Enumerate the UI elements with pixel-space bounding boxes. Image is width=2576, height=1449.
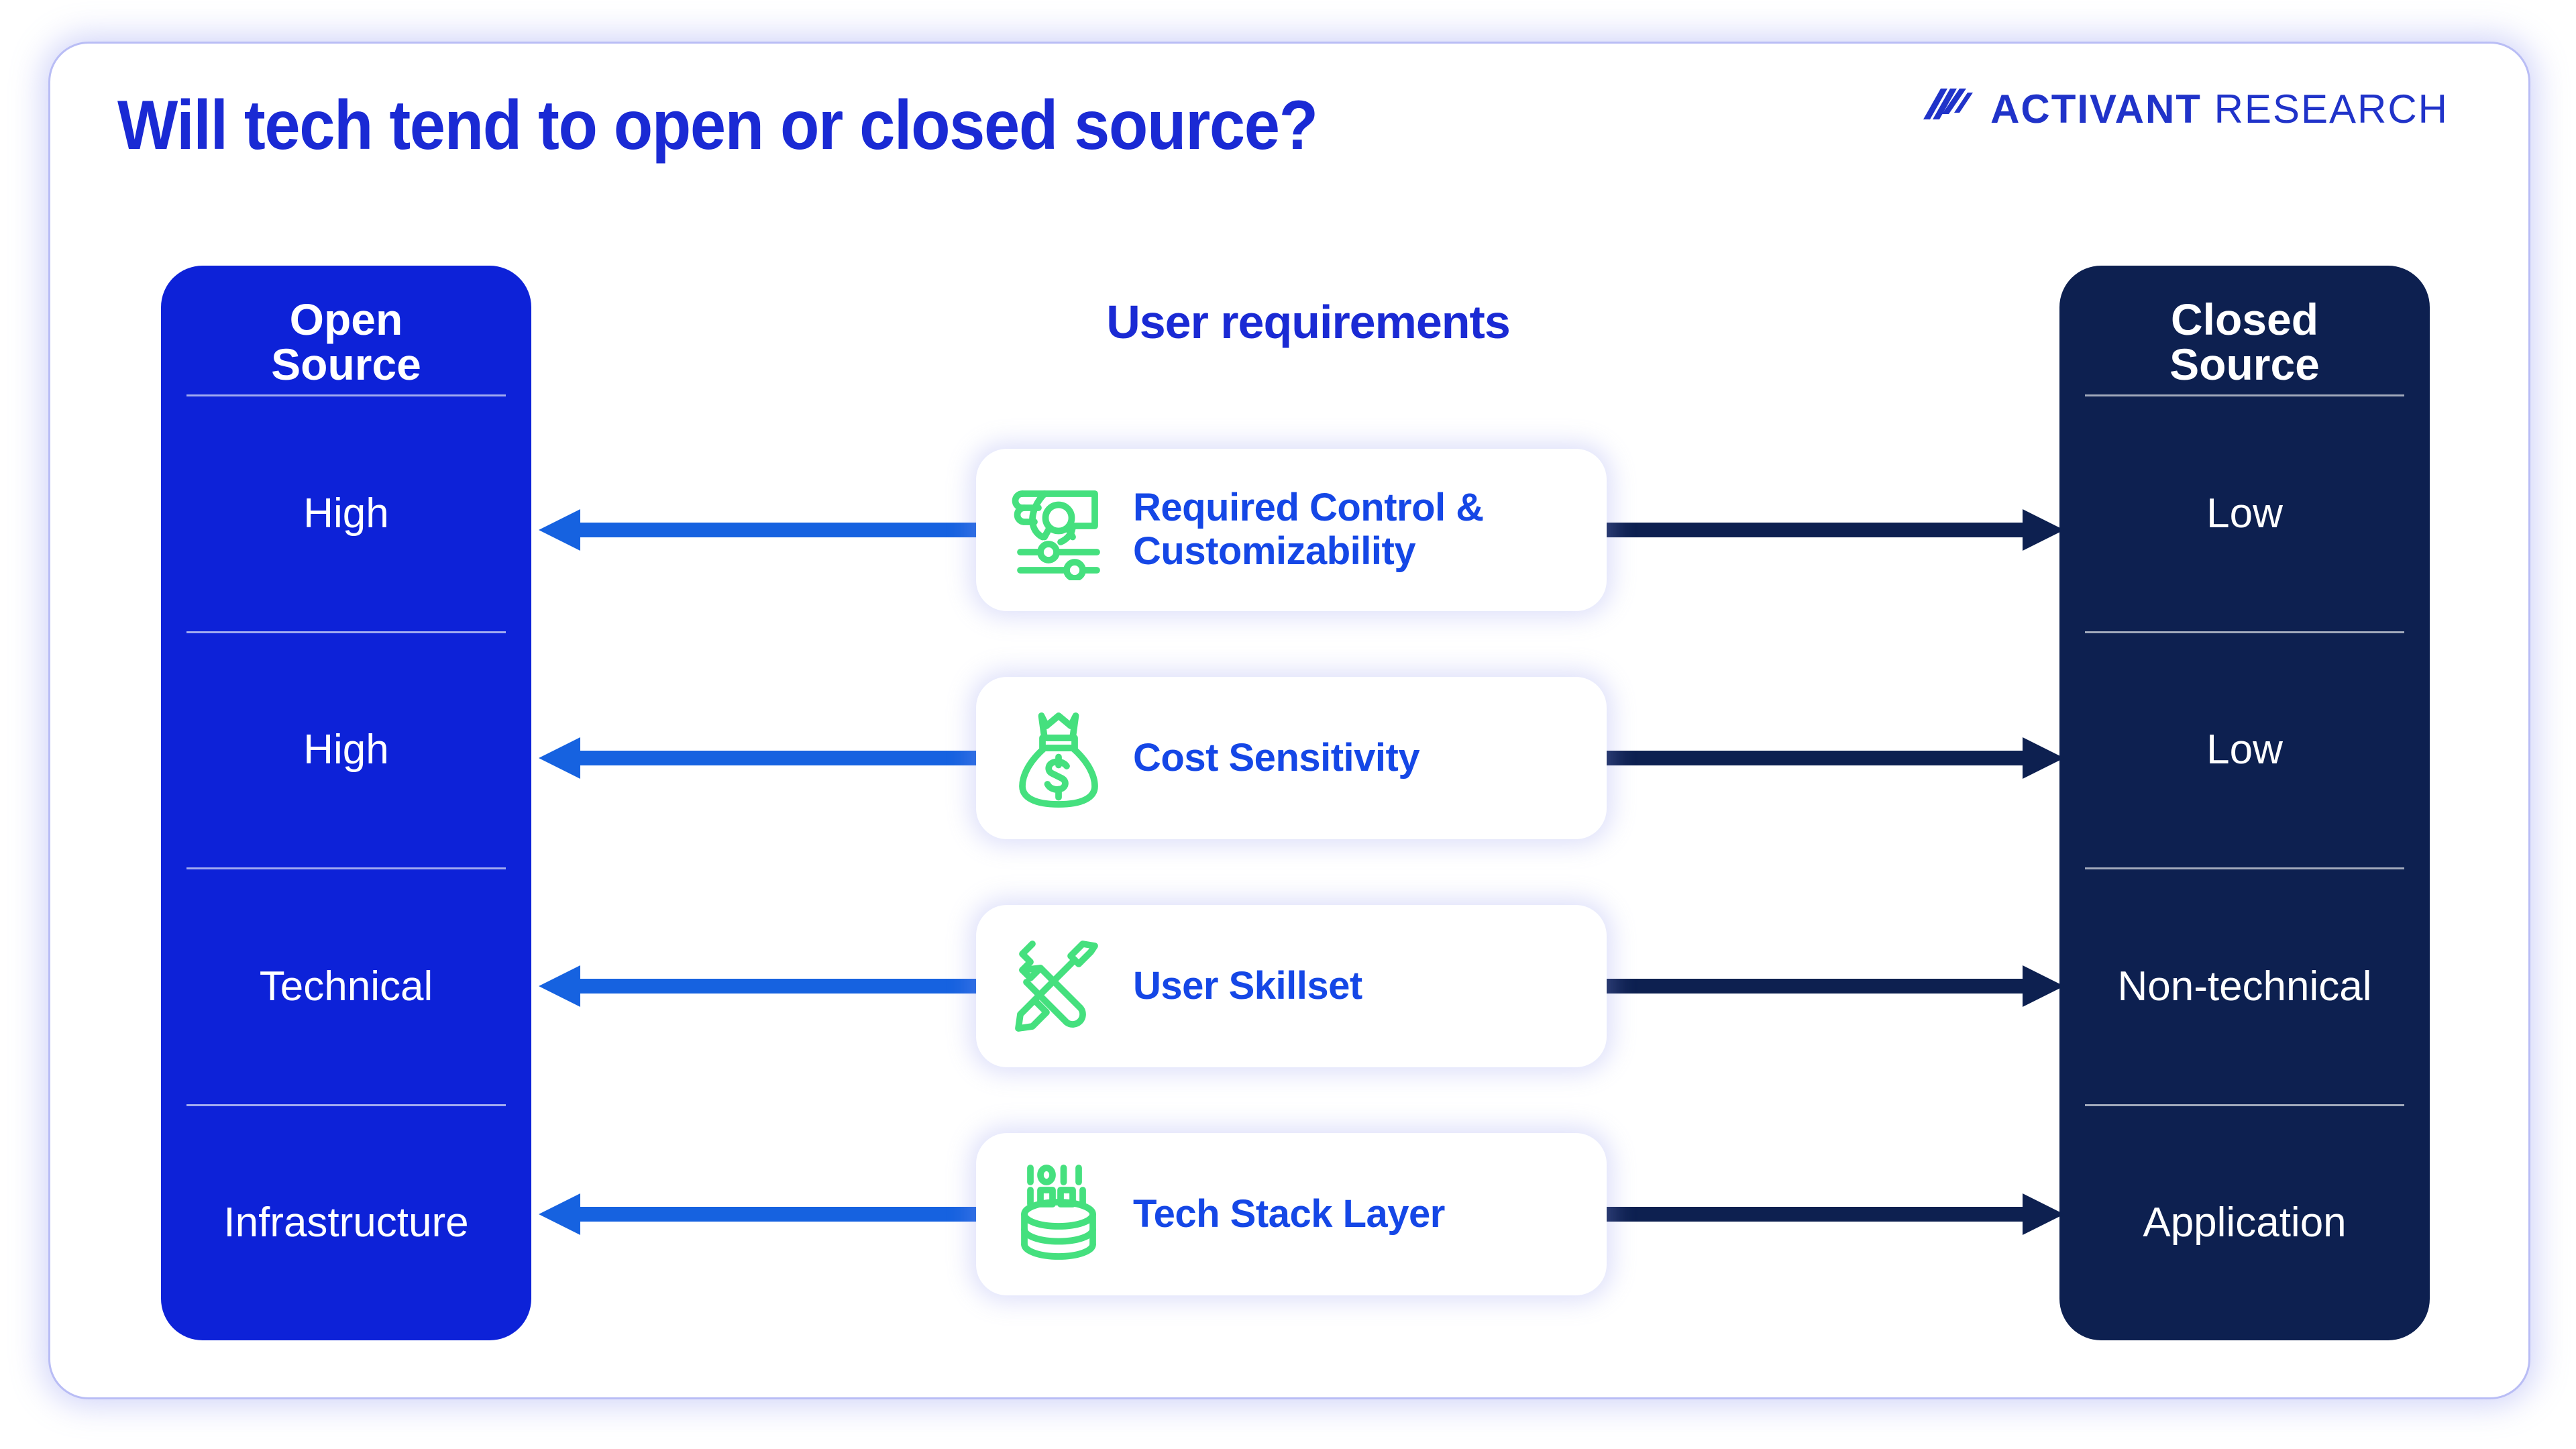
requirement-card-cost[interactable]: Cost Sensitivity xyxy=(976,677,1607,839)
requirement-card-label-0: Required Control & Customizability xyxy=(1133,486,1484,573)
wrench-screwdriver-tools-icon xyxy=(1015,941,1098,1032)
open-source-column: Open Source High High Technical Infrastr… xyxy=(161,266,531,1340)
arrow-right-icon xyxy=(1600,1193,2064,1235)
closed-source-heading: Closed Source xyxy=(2085,266,2404,394)
closed-source-heading-line2: Source xyxy=(2169,339,2320,389)
open-source-heading-line2: Source xyxy=(271,339,421,389)
closed-source-rows: Low Low Non-technical Application xyxy=(2085,394,2404,1340)
brand-wordmark: ACTIVANT RESEARCH xyxy=(1990,89,2449,129)
requirement-card-skillset[interactable]: User Skillset xyxy=(976,905,1607,1067)
arrow-right-0 xyxy=(1600,500,2070,560)
requirement-card-label-1: Cost Sensitivity xyxy=(1133,735,1420,780)
money-bag-icon xyxy=(1019,712,1098,808)
open-source-row-0: High xyxy=(186,394,506,631)
arrow-right-3 xyxy=(1600,1184,2070,1244)
arrow-right-2 xyxy=(1600,956,2070,1016)
arrow-left-icon xyxy=(539,965,996,1007)
requirement-card-label-2: User Skillset xyxy=(1133,963,1362,1008)
arrow-right-icon xyxy=(1600,737,2064,779)
arrow-left-3 xyxy=(533,1184,996,1244)
open-source-heading: Open Source xyxy=(186,266,506,394)
user-requirements-heading: User requirements xyxy=(1106,296,1511,348)
closed-source-row-3: Application xyxy=(2085,1104,2404,1341)
closed-source-row-1: Low xyxy=(2085,631,2404,868)
arrow-left-1 xyxy=(533,728,996,788)
brand-logo: ACTIVANT RESEARCH xyxy=(1921,87,2449,131)
hand-sliders-control-icon xyxy=(1012,490,1100,580)
open-source-heading-line1: Open xyxy=(289,294,403,344)
arrow-left-0 xyxy=(533,500,996,560)
arrow-right-icon xyxy=(1600,965,2064,1007)
closed-source-column: Closed Source Low Low Non-technical Appl… xyxy=(2059,266,2430,1340)
arrow-left-icon xyxy=(539,737,996,779)
arrow-left-icon xyxy=(539,509,996,551)
requirement-card-label-3: Tech Stack Layer xyxy=(1133,1191,1445,1236)
open-source-row-2: Technical xyxy=(186,867,506,1104)
arrow-left-2 xyxy=(533,956,996,1016)
closed-source-heading-line1: Closed xyxy=(2170,294,2319,344)
closed-source-row-2: Non-technical xyxy=(2085,867,2404,1104)
database-stack-icon xyxy=(1021,1165,1096,1260)
arrow-right-1 xyxy=(1600,728,2070,788)
brand-name-bold: ACTIVANT xyxy=(1990,87,2202,131)
slashes-logo-icon xyxy=(1923,89,1974,119)
requirement-card-control[interactable]: Required Control & Customizability xyxy=(976,449,1607,611)
open-source-row-3: Infrastructure xyxy=(186,1104,506,1341)
brand-name-light: RESEARCH xyxy=(2214,87,2449,131)
open-source-row-1: High xyxy=(186,631,506,868)
arrow-right-icon xyxy=(1600,509,2064,551)
closed-source-row-0: Low xyxy=(2085,394,2404,631)
open-source-rows: High High Technical Infrastructure xyxy=(186,394,506,1340)
page-title: Will tech tend to open or closed source? xyxy=(117,87,1318,164)
arrow-left-icon xyxy=(539,1193,996,1235)
requirement-card-stack[interactable]: Tech Stack Layer xyxy=(976,1133,1607,1295)
